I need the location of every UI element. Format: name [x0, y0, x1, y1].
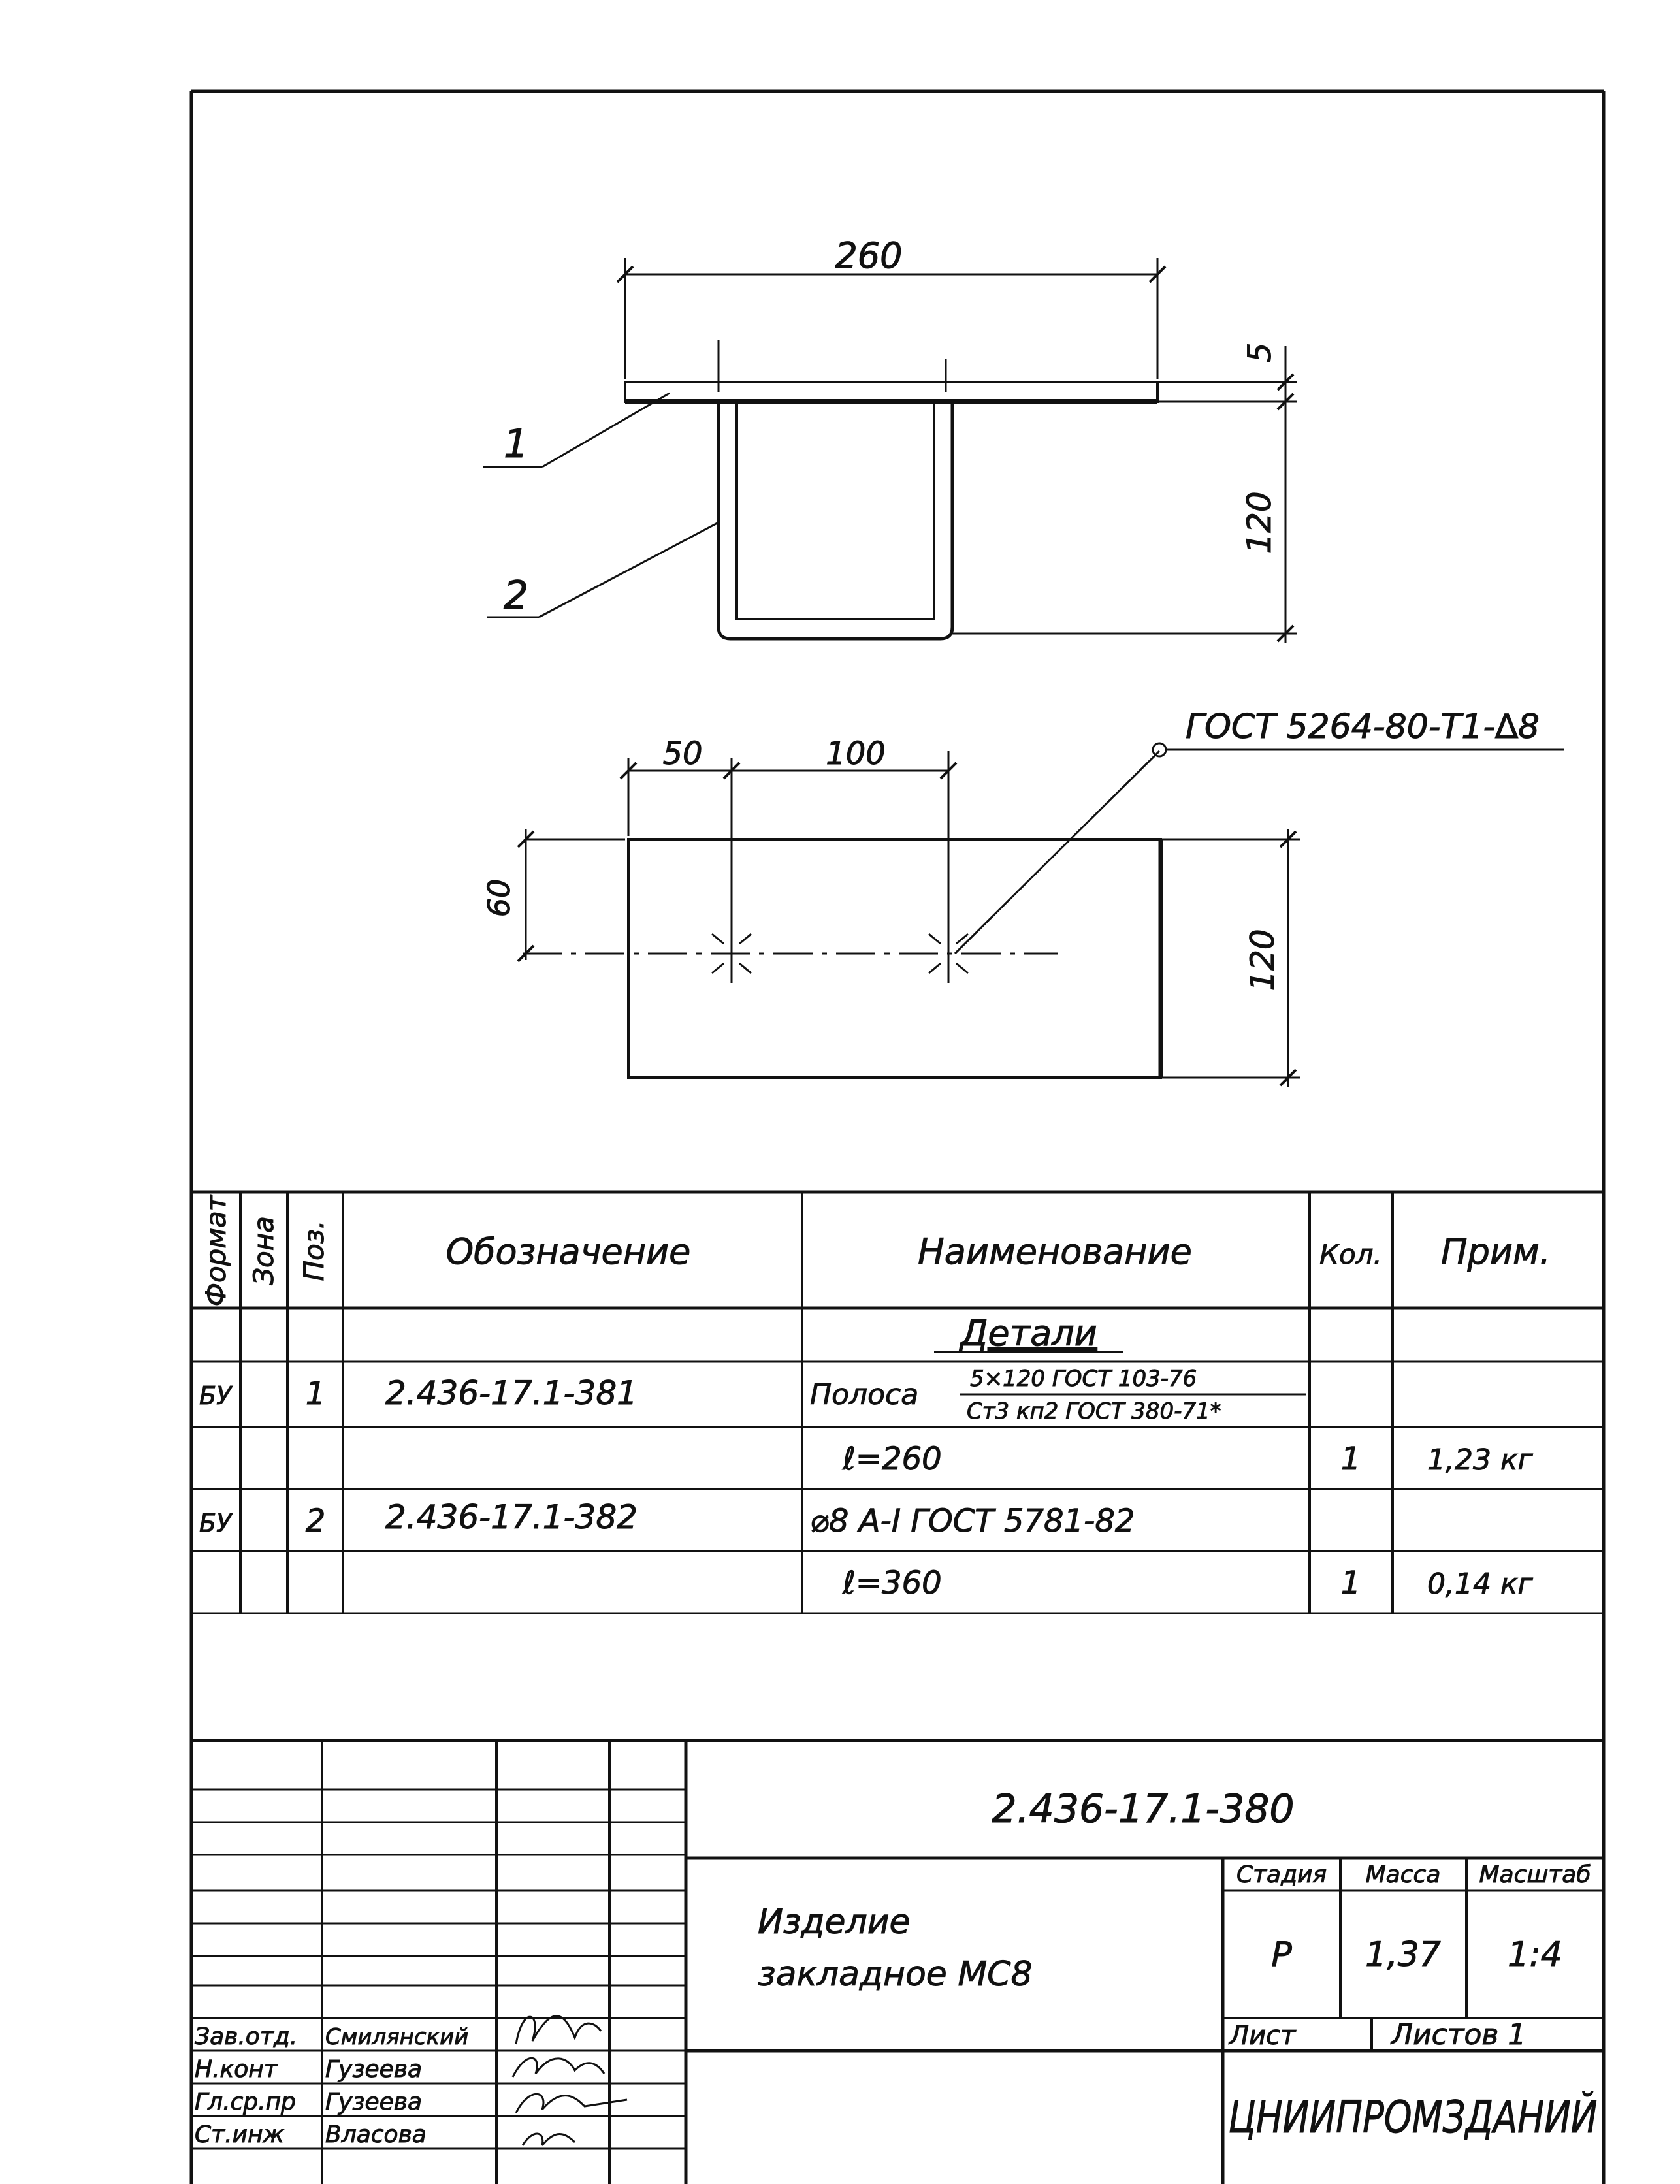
row1-name-top: 5×120 ГОСТ 103-76 [970, 1366, 1197, 1392]
plan-view: 50 100 60 120 ГОСТ 5264-80-Т1-∆8 [481, 707, 1564, 1087]
spec-table: Формат Зона Поз. Обозначение Наименовани… [191, 1190, 1604, 1742]
header-position: Поз. [298, 1221, 330, 1281]
label-stage: Стадия [1236, 1861, 1327, 1888]
sign-name-2: Гузеева [325, 2056, 422, 2083]
sheet-frame [189, 89, 1606, 2184]
row2-name: ℓ=260 [842, 1441, 942, 1477]
header-name: Наименование [918, 1231, 1192, 1272]
label-mass: Масса [1366, 1861, 1441, 1888]
sign-role-2: Н.конт [195, 2056, 278, 2083]
row3-format: БУ [199, 1509, 233, 1537]
signature-marks [511, 2015, 628, 2146]
row3-position: 2 [306, 1503, 326, 1539]
sign-name-1: Смилянский [325, 2024, 468, 2050]
dim-height: 120 [1240, 491, 1278, 553]
dim-offset-vertical: 60 [481, 879, 517, 918]
row1-name-bottom: Ст3 кп2 ГОСТ 380-71* [967, 1398, 1221, 1424]
callout-position-1: 1 [504, 421, 528, 467]
row3-designation: 2.436-17.1-382 [385, 1498, 638, 1536]
sign-name-4: Власова [325, 2121, 427, 2148]
header-zone: Зона [248, 1216, 280, 1285]
dim-offset-left: 50 [662, 735, 702, 772]
value-stage: Р [1271, 1935, 1292, 1974]
row1-position: 1 [306, 1375, 326, 1412]
sign-name-3: Гузеева [325, 2089, 422, 2115]
anchor-bar-outer [717, 402, 954, 641]
row4-quantity: 1 [1341, 1565, 1361, 1601]
callout-position-2: 2 [504, 573, 528, 618]
row4-name: ℓ=360 [842, 1565, 942, 1601]
weld-point-left [711, 927, 752, 983]
dim-spacing: 100 [826, 735, 886, 772]
header-quantity: Кол. [1319, 1238, 1382, 1270]
header-note: Прим. [1441, 1231, 1551, 1272]
value-scale: 1:4 [1508, 1935, 1562, 1974]
sign-role-4: Ст.инж [195, 2121, 284, 2148]
dim-plate-thickness: 5 [1242, 343, 1278, 363]
row2-note: 1,23 кг [1427, 1443, 1534, 1477]
plan-outline [627, 838, 1162, 1079]
row4-note: 0,14 кг [1427, 1567, 1534, 1601]
title-block: 2.436-17.1-380 Изделие закладное МС8 Ста… [191, 1741, 1604, 2184]
dim-top-width: 260 [835, 235, 902, 276]
row3-name: ⌀8 А-I ГОСТ 5781-82 [810, 1503, 1135, 1539]
title-line-2: закладное МС8 [758, 1955, 1033, 1994]
sign-role-1: Зав.отд. [195, 2023, 297, 2050]
label-scale: Масштаб [1479, 1861, 1591, 1888]
embed-plate [624, 381, 1159, 403]
label-sheet: Лист [1228, 2021, 1297, 2051]
header-format: Формат [200, 1194, 232, 1306]
weld-note: ГОСТ 5264-80-Т1-∆8 [1186, 707, 1540, 747]
label-sheets: Листов 1 [1390, 2018, 1526, 2051]
weld-point-right [928, 927, 969, 983]
elevation-view: 260 5 120 1 2 [483, 235, 1297, 643]
row2-quantity: 1 [1341, 1441, 1361, 1477]
row1-name-prefix: Полоса [810, 1378, 918, 1411]
document-code: 2.436-17.1-380 [992, 1786, 1294, 1832]
row1-designation: 2.436-17.1-381 [385, 1374, 638, 1412]
row1-format: БУ [199, 1381, 233, 1410]
organization-name: ЦНИИПРОМЗДАНИЙ [1229, 2091, 1598, 2144]
section-title: Детали [959, 1313, 1097, 1354]
anchor-bar-inner [735, 402, 935, 620]
dim-plan-height: 120 [1244, 929, 1282, 991]
value-mass: 1,37 [1365, 1935, 1441, 1974]
sign-role-3: Гл.ср.пр [195, 2089, 296, 2115]
title-line-1: Изделие [758, 1903, 911, 1942]
header-designation: Обозначение [446, 1231, 691, 1272]
